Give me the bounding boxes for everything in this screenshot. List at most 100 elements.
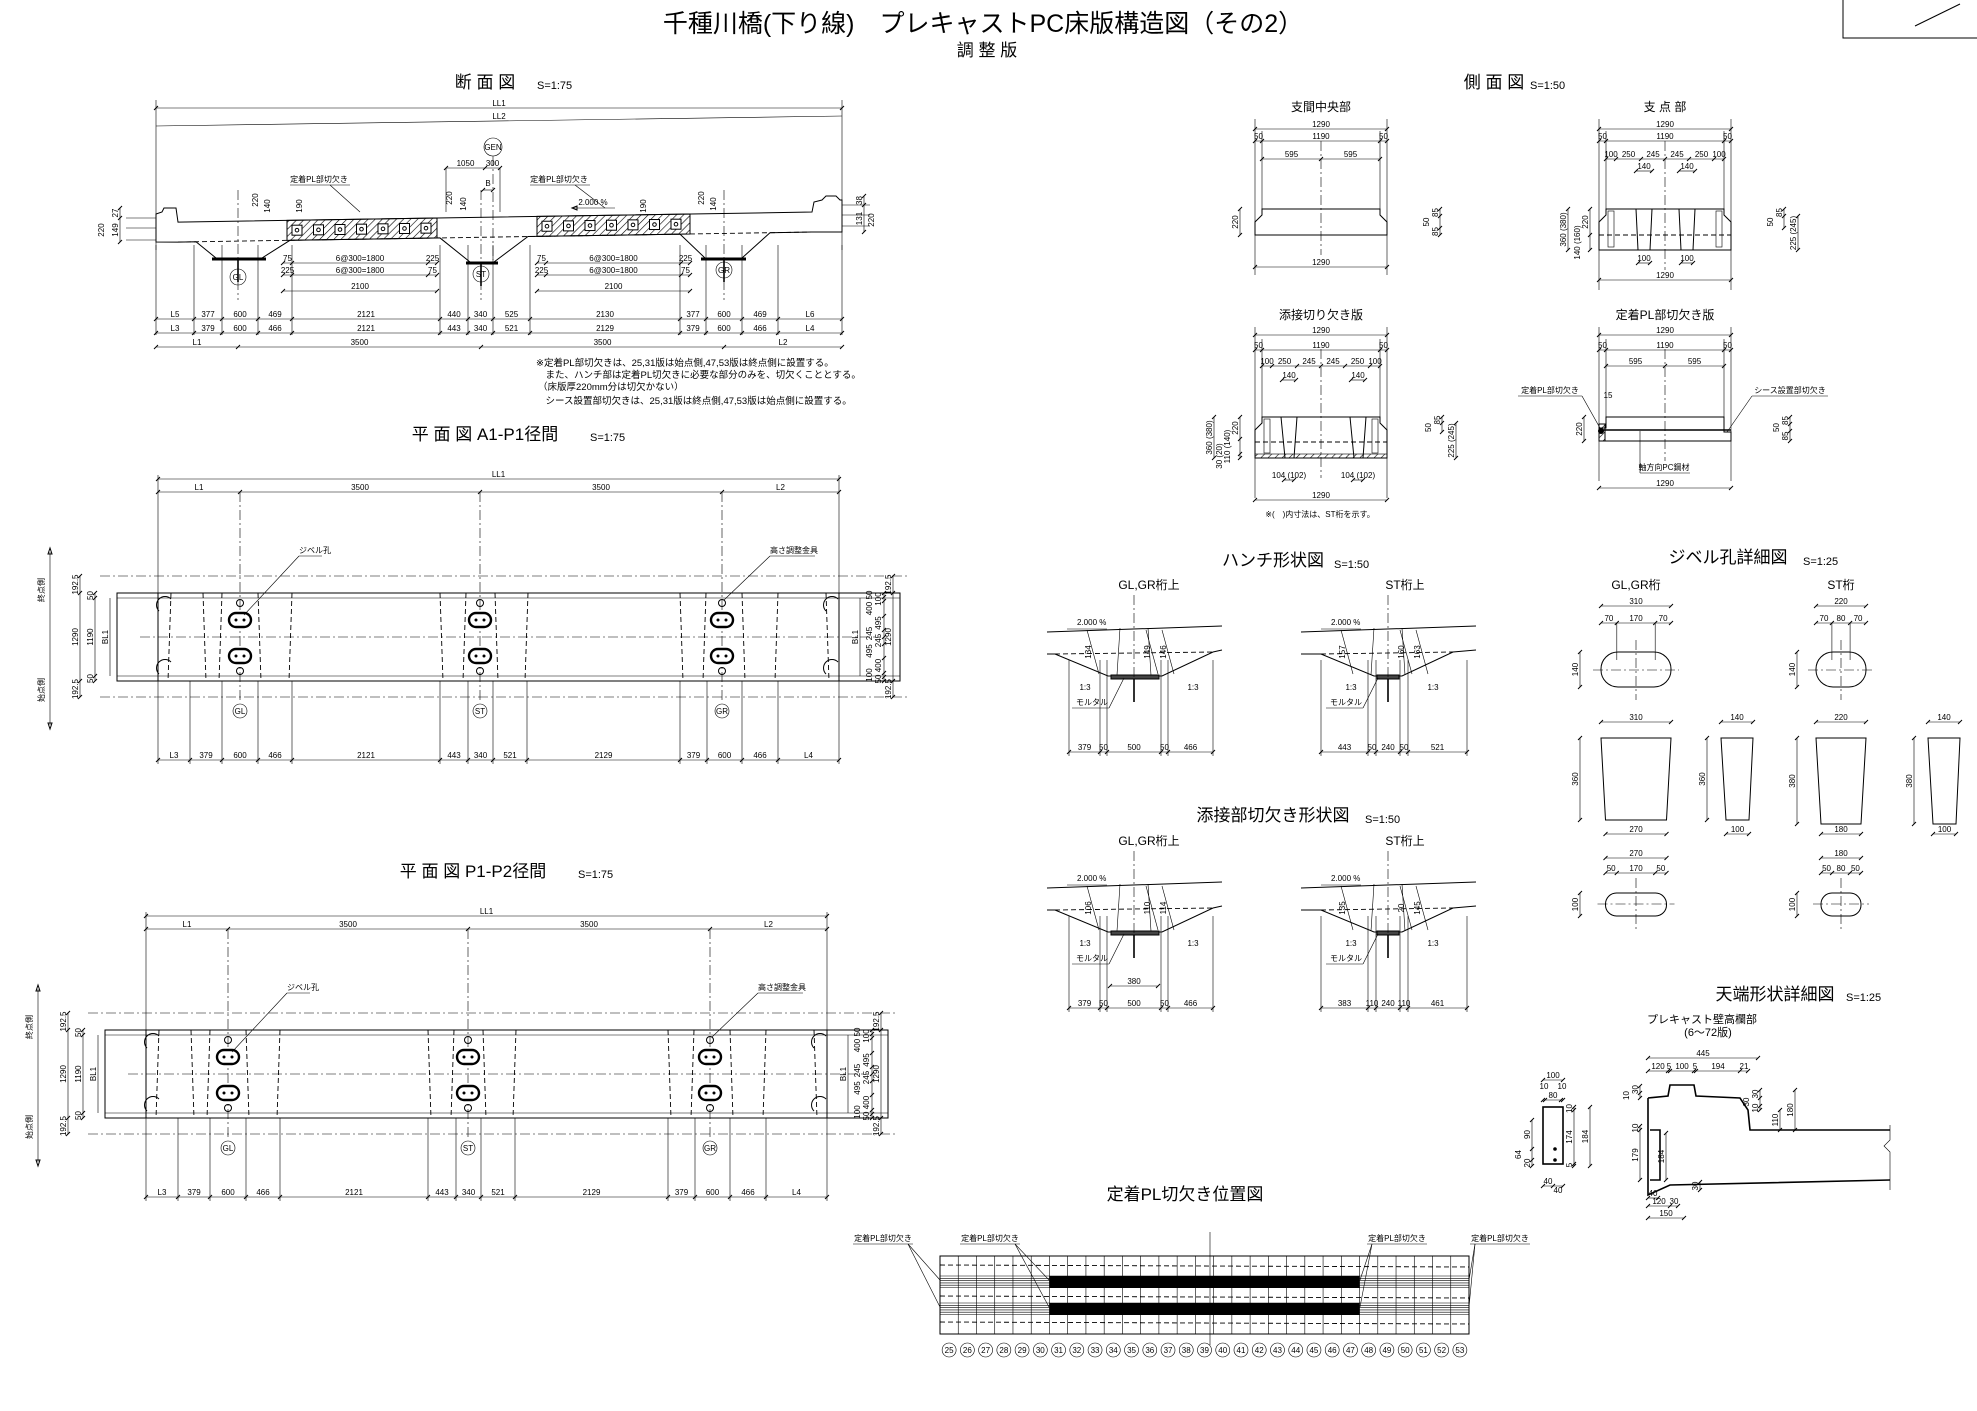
dimension-label: 2121 xyxy=(357,310,375,319)
dimension-tick xyxy=(1211,455,1217,461)
panel-number-label: 26 xyxy=(963,1346,972,1355)
panel-number xyxy=(1324,1342,1340,1358)
dim-ll2-line xyxy=(155,115,843,127)
dimension-tick xyxy=(881,670,887,676)
dimension-tick xyxy=(1210,749,1216,755)
dimension-label: 310 xyxy=(1629,597,1643,606)
dimension-tick xyxy=(727,1194,733,1200)
dimension-label: 192.5 xyxy=(884,574,893,595)
dimension-tick xyxy=(534,260,540,266)
bl-label: BL1 xyxy=(101,629,110,644)
dimension-tick xyxy=(187,757,193,763)
dimension-tick xyxy=(255,316,261,322)
dimension-tick xyxy=(65,1027,71,1033)
dimension-label: L4 xyxy=(804,751,813,760)
dimension-label: 225 (245) xyxy=(1789,216,1798,251)
dimension-tick xyxy=(1795,213,1801,219)
dimension-label: 600 xyxy=(233,310,247,319)
dimension-tick xyxy=(280,288,286,294)
panel-joint-line xyxy=(667,1029,672,1119)
dimension-label: 174 xyxy=(1565,1130,1574,1144)
dimension-tick xyxy=(1560,1183,1566,1189)
dimension-tick xyxy=(1437,206,1443,212)
dimension-label: 495 xyxy=(853,1081,862,1095)
dimension-label: 245 xyxy=(1646,150,1660,159)
jibel-dot xyxy=(724,618,728,622)
dimension-label: 110 xyxy=(1771,1113,1780,1126)
dimension-label: 75 xyxy=(681,266,690,275)
corner-chamfer xyxy=(811,1096,827,1112)
dimension-label: 100 xyxy=(1571,897,1580,911)
dimension-label: 1290 xyxy=(872,1065,881,1083)
haunch-dim: 134 xyxy=(1084,645,1093,659)
jibel-hole xyxy=(709,611,735,629)
dimension-tick xyxy=(255,757,261,763)
dimension-tick xyxy=(1847,870,1853,876)
dimension-label: 50 xyxy=(1598,132,1607,141)
dimension-tick xyxy=(1637,1095,1643,1101)
dimension-tick xyxy=(1603,347,1609,353)
dimension-tick xyxy=(1252,126,1258,132)
dimension-tick xyxy=(1581,438,1587,444)
dimension-tick xyxy=(1577,684,1583,690)
dimension-tick xyxy=(1664,870,1669,876)
dimension-label: 140 xyxy=(1937,713,1951,722)
jibel-dot xyxy=(470,1091,474,1095)
panel-number xyxy=(1215,1342,1231,1358)
jibel-dot xyxy=(474,618,478,622)
dimension-label: 179 xyxy=(1631,1148,1640,1162)
dimension-tick xyxy=(1439,414,1445,420)
dimension-label: 340 xyxy=(474,310,488,319)
dimension-tick xyxy=(1728,277,1734,283)
dimension-label: 50 xyxy=(1723,341,1732,350)
dimension-label: 184 xyxy=(1581,1129,1590,1143)
dimension-tick xyxy=(219,316,225,322)
dimension-tick xyxy=(1237,451,1243,457)
dimension-label: L5 xyxy=(171,310,180,319)
dimension-tick xyxy=(1596,277,1602,283)
deck-top xyxy=(1046,881,1223,889)
line xyxy=(1086,885,1100,931)
dimension-label: 50 xyxy=(1766,217,1775,226)
dimension-tick xyxy=(1721,138,1727,144)
dimension-tick xyxy=(1066,749,1072,755)
dimension-tick xyxy=(1637,1127,1643,1133)
dimension-tick xyxy=(437,316,443,322)
dimension-label: 220 xyxy=(1834,713,1848,722)
dimension-label: 379 xyxy=(187,1188,201,1197)
dimension-tick xyxy=(534,288,540,294)
sheath-box xyxy=(649,219,660,231)
dimension-label: 400 xyxy=(862,1095,871,1109)
dimension-tick xyxy=(437,330,443,336)
dimension-tick xyxy=(1281,477,1287,483)
dimension-tick xyxy=(92,673,98,679)
slab-bottom-dashed xyxy=(1054,651,1214,655)
dimension-label: L3 xyxy=(171,324,180,333)
sheath-box xyxy=(377,223,389,235)
corner-chamfer xyxy=(144,1033,160,1049)
dimension-tick xyxy=(80,1110,86,1116)
line xyxy=(1014,1243,1050,1308)
callout-height-adjuster: 高さ調整金具 xyxy=(758,982,806,992)
panel-number-label: 38 xyxy=(1182,1346,1191,1355)
jibel-dot xyxy=(462,1091,466,1095)
panel-number-label: 44 xyxy=(1291,1346,1300,1355)
dimension-tick xyxy=(1377,156,1383,162)
dimension-label: 100 xyxy=(1260,357,1274,366)
panel-number-label: 31 xyxy=(1054,1346,1063,1355)
dimension-tick xyxy=(1667,1068,1673,1074)
dimension-tick xyxy=(92,678,98,684)
dimension-label: 600 xyxy=(717,324,731,333)
dimension-tick xyxy=(1377,363,1383,369)
panel-number-label: 36 xyxy=(1145,1346,1154,1355)
line xyxy=(1116,883,1121,932)
panel-number xyxy=(1270,1342,1285,1358)
dimension-tick xyxy=(1818,831,1824,837)
dimension-tick xyxy=(1165,749,1171,755)
line xyxy=(1145,629,1159,675)
dimension-label: 1290 xyxy=(1312,491,1330,500)
dimension-tick xyxy=(1453,455,1459,461)
haunch-outline xyxy=(1301,905,1477,933)
dimension-label: 30 xyxy=(1670,1197,1679,1206)
dimension-tick xyxy=(1097,749,1103,755)
